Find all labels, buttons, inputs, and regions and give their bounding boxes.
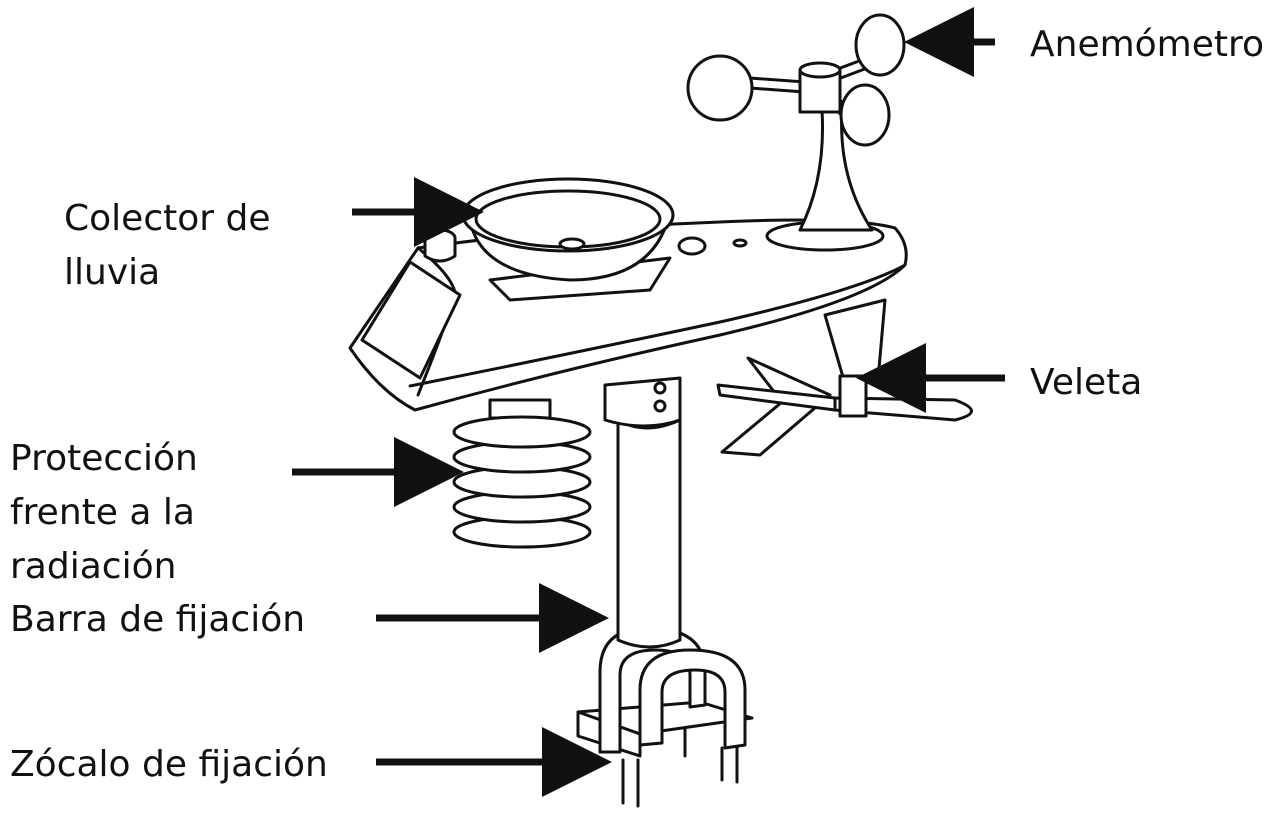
mounting-pole-illustration	[603, 376, 682, 649]
rain-collector-illustration	[461, 177, 675, 302]
label-anemometer-text: Anemómetro	[1030, 24, 1265, 65]
main-body-illustration	[348, 218, 908, 412]
label-radiation-shield-line2: frente a la	[10, 492, 195, 533]
mounting-base-illustration	[576, 626, 754, 808]
label-radiation-shield-line1: Protección	[10, 438, 198, 479]
label-radiation-shield: Protección frente a la radiación	[10, 432, 198, 594]
label-rain-collector: Colector de lluvia	[64, 192, 271, 300]
label-rain-collector-line2: lluvia	[64, 252, 161, 293]
label-radiation-shield-line3: radiación	[10, 546, 177, 587]
label-mounting-base: Zócalo de fijación	[10, 738, 328, 792]
wind-vane-column-illustration	[823, 298, 887, 386]
label-mounting-pole-text: Barra de fijación	[10, 599, 306, 640]
label-rain-collector-line1: Colector de	[64, 198, 271, 239]
anemometer-illustration	[686, 13, 906, 232]
label-anemometer: Anemómetro	[1030, 18, 1264, 72]
label-wind-vane: Veleta	[1030, 356, 1142, 410]
radiation-shield-illustration	[452, 398, 592, 549]
wind-vane-illustration	[716, 356, 973, 457]
label-mounting-base-text: Zócalo de fijación	[10, 744, 328, 785]
label-wind-vane-text: Veleta	[1030, 362, 1143, 403]
label-mounting-pole: Barra de fijación	[10, 593, 305, 647]
